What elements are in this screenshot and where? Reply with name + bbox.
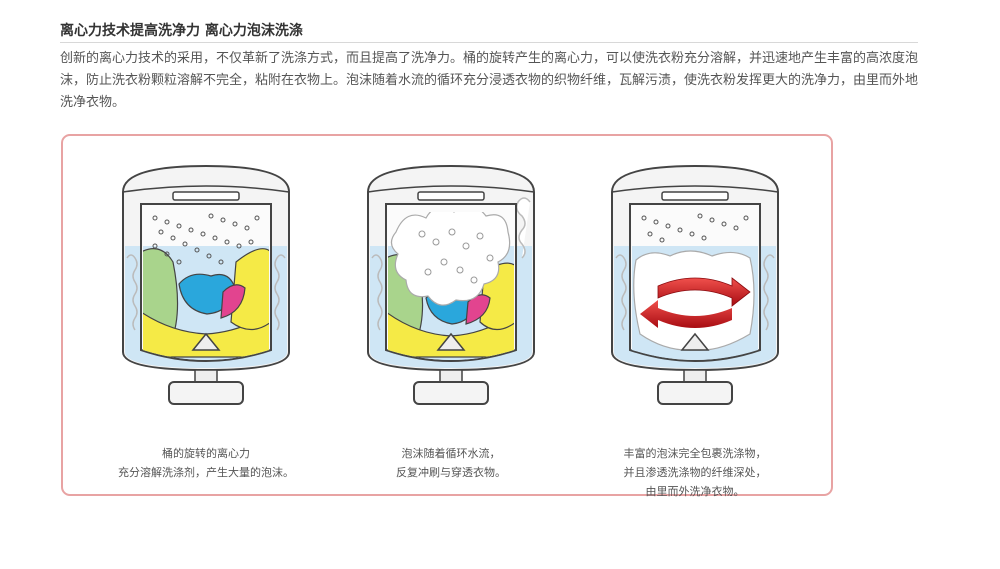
title-divider — [60, 42, 918, 43]
step-1-caption: 桶的旋转的离心力 充分溶解洗涤剂，产生大量的泡沫。 — [118, 447, 294, 479]
page-title: 离心力技术提高洗净力 离心力泡沫洗涤 — [60, 23, 303, 39]
washer-drum-illustration — [122, 164, 290, 405]
step-2-caption: 泡沫随着循环水流， 反复冲刷与穿透衣物。 — [396, 447, 506, 479]
step-2-figure: 泡沫随着循环水流， 反复冲刷与穿透衣物。 — [356, 162, 546, 479]
washer-drum-illustration — [611, 164, 779, 405]
step-1-figure: 桶的旋转的离心力 充分溶解洗涤剂，产生大量的泡沫。 — [111, 162, 301, 479]
step-3-caption: 丰富的泡沫完全包裹洗涤物， 并且渗透洗涤物的纤维深处， 由里而外洗净衣物。 — [623, 447, 767, 498]
intro-paragraph: 创新的离心力技术的采用，不仅革新了洗涤方式，而且提高了洗净力。桶的旋转产生的离心… — [60, 51, 919, 110]
step-3-figure: 丰富的泡沫完全包裹洗涤物， 并且渗透洗涤物的纤维深处， 由里而外洗净衣物。 — [600, 162, 790, 498]
washer-drum-illustration — [367, 164, 535, 405]
rotation-arrows-icon — [640, 277, 751, 328]
illustration-panel: 桶的旋转的离心力 充分溶解洗涤剂，产生大量的泡沫。 — [61, 134, 833, 498]
